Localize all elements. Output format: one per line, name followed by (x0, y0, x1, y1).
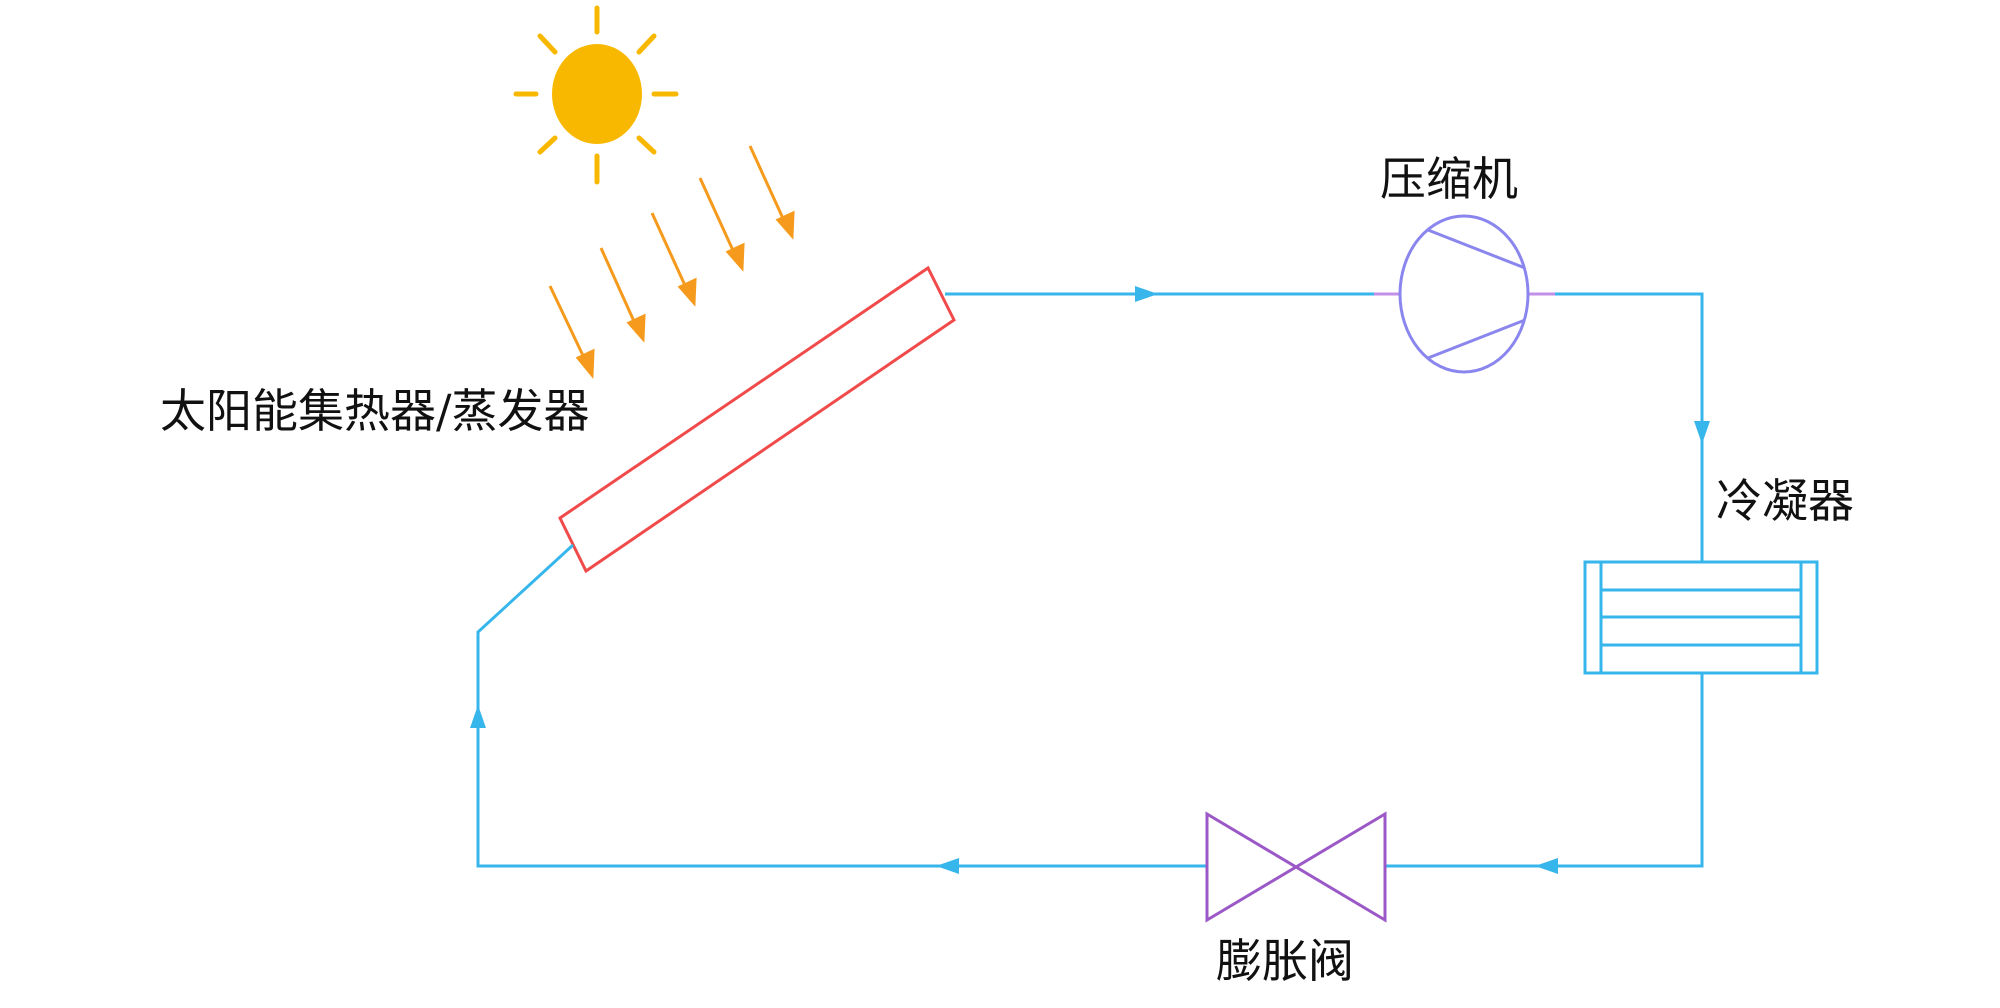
pipe-valve-to-return (476, 543, 1207, 868)
expansion-valve-symbol (1205, 811, 1387, 923)
compressor-label: 压缩机 (1380, 152, 1518, 206)
sunlight-arrows (548, 145, 795, 379)
flow-arrow-left (1535, 858, 1558, 874)
light-arrow (599, 247, 646, 343)
flow-arrow-up (470, 705, 486, 728)
light-arrow (698, 177, 745, 272)
condenser-label: 冷凝器 (1716, 474, 1854, 528)
flow-arrow-left (936, 858, 959, 874)
flow-arrows (470, 286, 1710, 874)
condenser-symbol (1583, 560, 1819, 675)
light-arrow (748, 145, 795, 240)
pipe-condenser-to-valve (1385, 673, 1704, 868)
expansion-valve-label: 膨胀阀 (1216, 934, 1354, 988)
solar-collector-panel (558, 265, 956, 574)
pipe-compressor-to-condenser (1555, 292, 1704, 562)
flow-arrow-right (1135, 286, 1158, 302)
sun-icon (513, 5, 679, 185)
refrigerant-pipes (476, 292, 1704, 868)
collector-label: 太阳能集热器/蒸发器 (160, 384, 590, 438)
light-arrow (650, 212, 697, 307)
compressor-symbol (1398, 214, 1530, 374)
flow-arrow-down (1694, 421, 1710, 444)
light-arrow (548, 285, 595, 379)
